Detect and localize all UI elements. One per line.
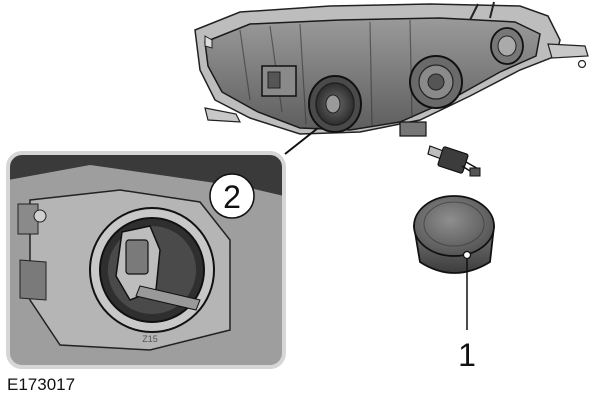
dust-cap — [412, 195, 496, 274]
inset-detail: Z15 2 — [6, 151, 286, 369]
inset-leader-line — [284, 127, 319, 155]
callout-2-badge — [209, 173, 255, 219]
figure-reference-code: E173017 — [7, 375, 76, 394]
callout-1-label: 1 — [458, 337, 476, 373]
inset-stamp-mark: Z15 — [142, 334, 158, 344]
callout-2-label: 2 — [223, 179, 241, 215]
bulb — [427, 145, 481, 177]
callout-1-dot — [462, 250, 472, 260]
headlamp-assembly — [194, 1, 589, 137]
